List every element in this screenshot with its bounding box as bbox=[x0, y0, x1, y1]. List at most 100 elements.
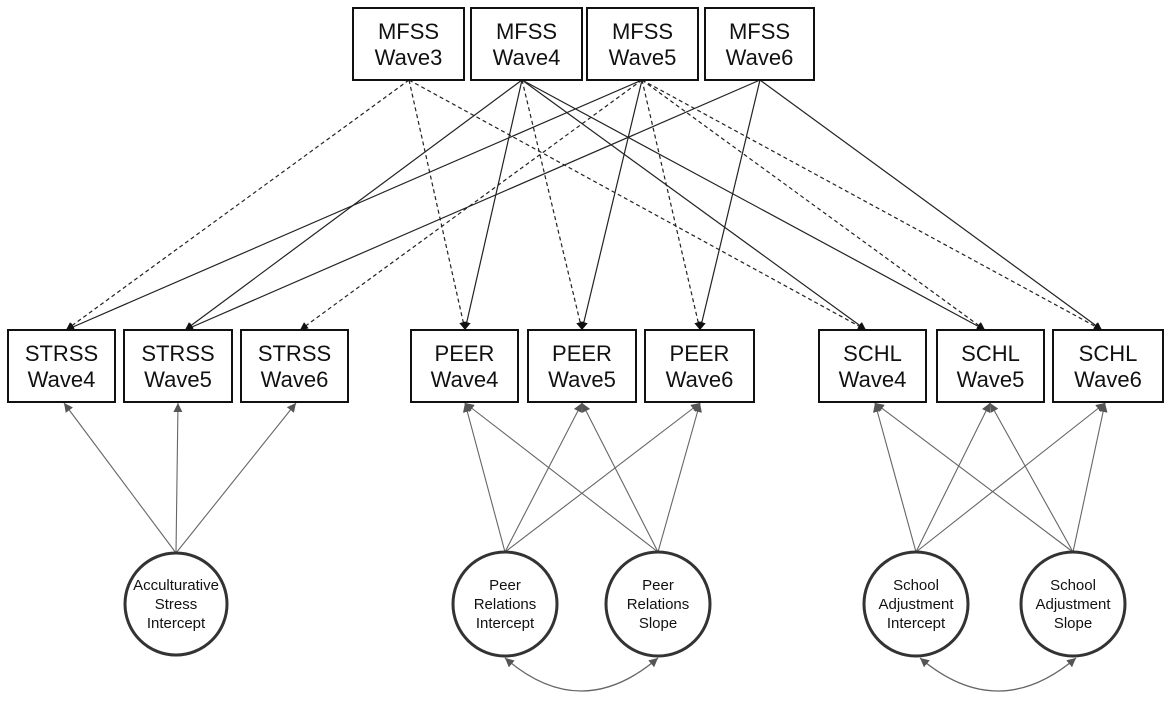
observed-label-line: Wave4 bbox=[839, 367, 907, 392]
path-mfss5-to-peer6 bbox=[641, 79, 703, 331]
observed-box-frame bbox=[352, 7, 465, 81]
observed-label-line: MFSS bbox=[378, 19, 439, 44]
latent-circle bbox=[862, 550, 970, 658]
observed-label-line: MFSS bbox=[612, 19, 673, 44]
path-mfss3-to-schl4 bbox=[408, 79, 867, 331]
path-mfss5-to-strss4 bbox=[65, 79, 643, 331]
latent-label-line: Stress bbox=[155, 596, 198, 613]
latent-label-line: Slope bbox=[639, 615, 677, 632]
observed-label-line: PEER bbox=[435, 341, 495, 366]
latent-label-line: Intercept bbox=[887, 615, 946, 632]
path-mfss4-to-schl5 bbox=[521, 79, 986, 331]
loading-schl_int-to-schl6 bbox=[915, 402, 1106, 553]
growth-loadings bbox=[63, 402, 1108, 554]
path-mfss6-to-peer6 bbox=[697, 79, 761, 331]
loading-peer_int-to-peer5 bbox=[504, 402, 583, 553]
observed-label-line: Wave4 bbox=[493, 45, 561, 70]
observed-label-line: Wave6 bbox=[1074, 367, 1142, 392]
latent-label-line: Adjustment bbox=[1035, 596, 1111, 613]
latent-label-line: School bbox=[893, 577, 939, 594]
latent-label-line: Relations bbox=[627, 596, 690, 613]
loading-peer_int-to-peer6 bbox=[504, 402, 701, 553]
latent-circle bbox=[451, 550, 559, 658]
observed-label-line: STRSS bbox=[258, 341, 331, 366]
observed-label-line: Wave3 bbox=[375, 45, 443, 70]
path-mfss3-to-peer4 bbox=[408, 79, 468, 331]
observed-label-line: PEER bbox=[552, 341, 612, 366]
observed-label-line: MFSS bbox=[729, 19, 790, 44]
observed-box-frame bbox=[527, 329, 637, 403]
loading-peer_slope-to-peer6 bbox=[657, 402, 702, 553]
loading-schl_int-to-schl4 bbox=[873, 402, 917, 553]
latent-label-line: Intercept bbox=[147, 615, 206, 632]
loading-acc_int-to-strss6 bbox=[175, 402, 297, 554]
observed-label-line: Wave6 bbox=[261, 367, 329, 392]
observed-box-frame bbox=[7, 329, 116, 403]
loading-acc_int-to-strss4 bbox=[63, 402, 177, 554]
latent-label-line: School bbox=[1050, 577, 1096, 594]
path-mfss3-to-strss4 bbox=[65, 79, 410, 331]
observed-label-line: SCHL bbox=[1079, 341, 1138, 366]
observed-box-frame bbox=[123, 329, 233, 403]
latent-label-line: Acculturative bbox=[133, 577, 219, 594]
observed-label-line: Wave5 bbox=[548, 367, 616, 392]
observed-box-frame bbox=[818, 329, 927, 403]
loading-acc_int-to-strss5 bbox=[173, 402, 183, 554]
path-mfss4-to-peer4 bbox=[462, 79, 523, 331]
observed-label-line: SCHL bbox=[961, 341, 1020, 366]
observed-label-line: Wave4 bbox=[28, 367, 96, 392]
covariance-peer_int-peer_slope bbox=[504, 657, 659, 692]
path-mfss4-to-peer5 bbox=[521, 79, 585, 331]
observed-box-frame bbox=[1052, 329, 1164, 403]
latent-label-line: Relations bbox=[474, 596, 537, 613]
loading-schl_slope-to-schl5 bbox=[989, 402, 1074, 553]
observed-label-line: Wave6 bbox=[666, 367, 734, 392]
path-mfss6-to-schl6 bbox=[759, 79, 1103, 331]
path-mfss4-to-schl4 bbox=[521, 79, 867, 331]
latent-label-line: Peer bbox=[642, 577, 674, 594]
latent-label-line: Intercept bbox=[476, 615, 535, 632]
observed-label-line: Wave5 bbox=[609, 45, 677, 70]
observed-label-line: MFSS bbox=[496, 19, 557, 44]
latent-circle bbox=[1019, 550, 1127, 658]
observed-variables: MFSSWave3MFSSWave4MFSSWave5MFSSWave6STRS… bbox=[7, 7, 1164, 403]
latent-label-line: Peer bbox=[489, 577, 521, 594]
observed-label-line: Wave5 bbox=[957, 367, 1025, 392]
loading-peer_slope-to-peer5 bbox=[581, 402, 659, 553]
observed-label-line: Wave5 bbox=[144, 367, 212, 392]
observed-label-line: Wave6 bbox=[726, 45, 794, 70]
latent-covariances bbox=[504, 657, 1077, 692]
observed-label-line: PEER bbox=[670, 341, 730, 366]
path-mfss6-to-strss5 bbox=[184, 79, 761, 331]
latent-circle bbox=[604, 550, 712, 658]
observed-label-line: STRSS bbox=[25, 341, 98, 366]
covariance-schl_int-schl_slope bbox=[919, 657, 1077, 692]
observed-label-line: SCHL bbox=[843, 341, 902, 366]
loading-schl_int-to-schl5 bbox=[915, 402, 991, 553]
latent-label-line: Slope bbox=[1054, 615, 1092, 632]
regression-paths bbox=[65, 79, 1103, 331]
loading-schl_slope-to-schl4 bbox=[874, 402, 1074, 553]
path-mfss5-to-peer5 bbox=[579, 79, 643, 331]
observed-box-frame bbox=[410, 329, 519, 403]
observed-label-line: STRSS bbox=[141, 341, 214, 366]
observed-label-line: Wave4 bbox=[431, 367, 499, 392]
latent-label-line: Adjustment bbox=[878, 596, 954, 613]
observed-box-frame bbox=[586, 7, 699, 81]
